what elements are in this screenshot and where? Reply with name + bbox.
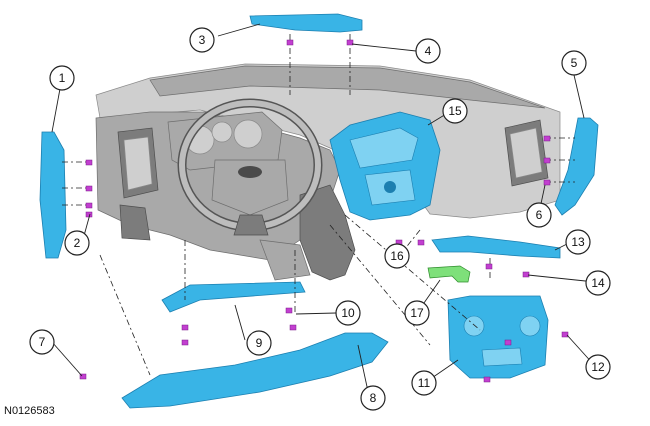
- knee-bolster-part: [121, 332, 389, 409]
- svg-text:5: 5: [571, 56, 578, 70]
- lower-trim-part-9: [161, 281, 306, 313]
- green-bracket-part: [427, 265, 471, 283]
- callout-7: 7: [29, 329, 55, 355]
- callout-12: 12: [585, 354, 611, 380]
- svg-text:16: 16: [390, 249, 404, 263]
- svg-text:1: 1: [59, 71, 66, 85]
- figure-id-label: N0126583: [4, 405, 55, 417]
- callout-14: 14: [585, 270, 611, 296]
- svg-text:14: 14: [591, 276, 605, 290]
- callout-16: 16: [384, 243, 410, 269]
- callout-5: 5: [561, 50, 587, 76]
- callout-3: 3: [189, 27, 215, 53]
- svg-text:17: 17: [410, 306, 424, 320]
- svg-text:13: 13: [571, 235, 585, 249]
- callout-13: 13: [565, 229, 591, 255]
- fasteners: [79, 39, 569, 383]
- center-bezel-part: [329, 111, 441, 221]
- center-bracket-part: [431, 235, 561, 259]
- callout-8: 8: [360, 385, 386, 411]
- svg-text:9: 9: [256, 336, 263, 350]
- defroster-grille-part: [249, 13, 363, 33]
- steering-wheel: [177, 98, 323, 236]
- callout-11: 11: [411, 370, 437, 396]
- callout-6: 6: [526, 202, 552, 228]
- left-end-panel-part: [39, 131, 67, 259]
- svg-text:11: 11: [418, 376, 431, 390]
- svg-text:7: 7: [39, 335, 46, 349]
- svg-text:6: 6: [536, 208, 543, 222]
- callout-4: 4: [415, 38, 441, 64]
- callout-17: 17: [404, 300, 430, 326]
- callout-2: 2: [64, 230, 90, 256]
- svg-text:10: 10: [341, 306, 355, 320]
- svg-text:2: 2: [74, 236, 81, 250]
- svg-text:15: 15: [448, 104, 462, 118]
- climate-control-part: [447, 295, 549, 379]
- svg-text:12: 12: [591, 360, 605, 374]
- svg-text:3: 3: [199, 33, 206, 47]
- callout-15: 15: [442, 98, 468, 124]
- svg-text:4: 4: [425, 44, 432, 58]
- svg-text:8: 8: [370, 391, 377, 405]
- callout-9: 9: [246, 330, 272, 356]
- right-end-panel-part: [554, 117, 599, 216]
- callout-1: 1: [49, 65, 75, 91]
- callout-10: 10: [335, 300, 361, 326]
